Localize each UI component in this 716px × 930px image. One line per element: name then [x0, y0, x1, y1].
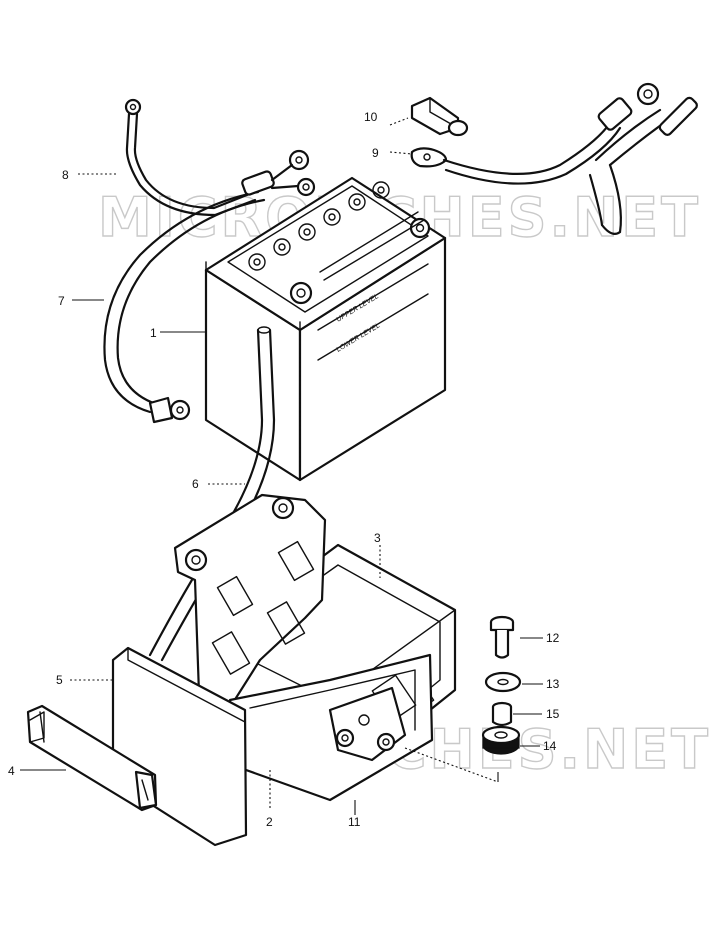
callout-7: 7 [58, 294, 65, 308]
callout-2: 2 [266, 815, 273, 829]
cable-9 [410, 82, 698, 235]
bolt-12 [489, 615, 515, 659]
callout-5: 5 [56, 673, 63, 687]
callout-3: 3 [374, 531, 381, 545]
battery-case-11 [228, 653, 434, 802]
collar-15 [491, 701, 513, 727]
callout-11: 11 [348, 815, 361, 829]
battery: UPPER LEVEL LOWER LEVEL [204, 176, 447, 482]
cable-7 [103, 149, 316, 424]
washer-13 [484, 671, 522, 693]
callout-13: 13 [546, 677, 560, 691]
callout-15: 15 [546, 707, 560, 721]
callout-14: 14 [543, 739, 557, 753]
cell-caps [248, 181, 390, 271]
battery-holder [173, 493, 327, 724]
rubber-strap-4 [26, 704, 158, 812]
callout-4: 4 [8, 764, 15, 778]
callout-labels: 1 2 3 4 5 6 7 8 9 10 11 12 13 14 15 [8, 110, 560, 829]
cushion-14 [481, 725, 521, 755]
leader-lines [20, 117, 543, 815]
callout-1: 1 [150, 326, 157, 340]
callout-8: 8 [62, 168, 69, 182]
terminal-cover-10 [410, 96, 469, 137]
callout-6: 6 [192, 477, 199, 491]
callout-9: 9 [372, 146, 379, 160]
callout-10: 10 [364, 110, 378, 124]
callout-12: 12 [546, 631, 560, 645]
negative-terminal [289, 281, 313, 305]
